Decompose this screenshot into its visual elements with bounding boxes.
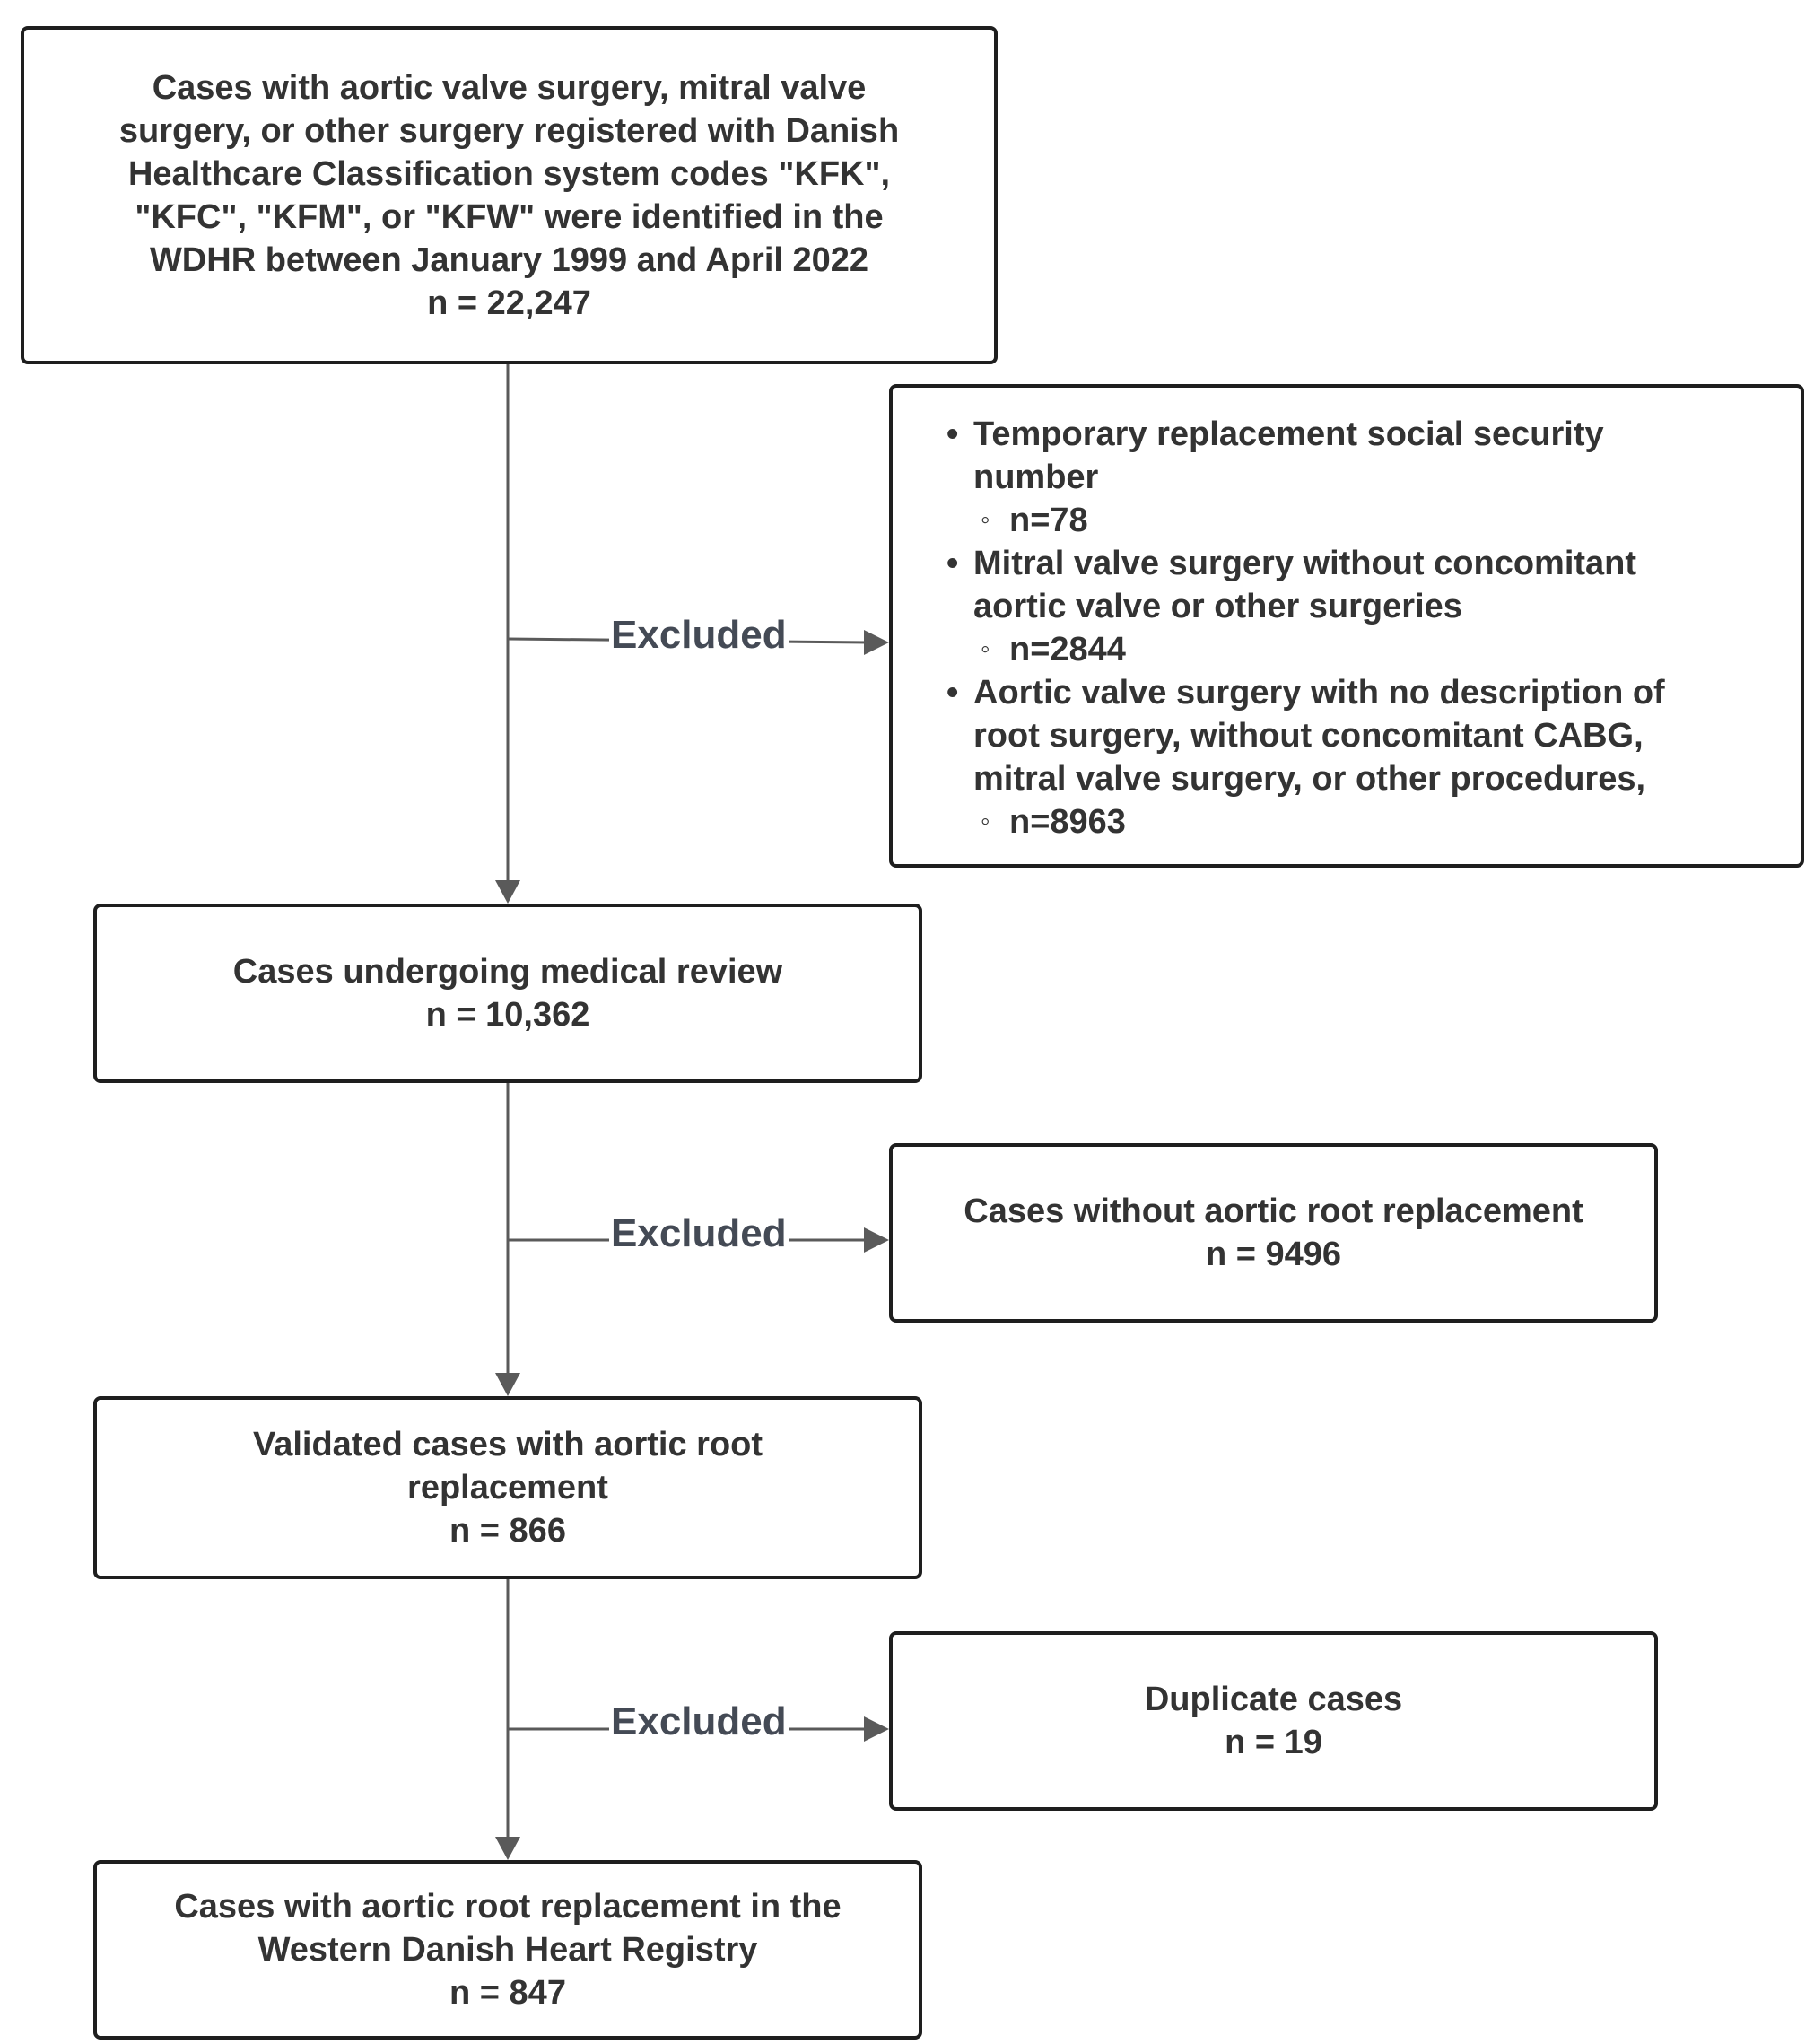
arrowhead-validated [495, 1373, 520, 1396]
arrowhead-excluded-1 [864, 630, 889, 655]
bullet-icon: • [946, 545, 959, 582]
hollow-bullet-icon: ◦ [981, 634, 990, 664]
exclusion-text-line: Mitral valve surgery without concomitant [973, 545, 1637, 582]
box-text-line: Healthcare Classification system codes "… [127, 154, 891, 193]
exclusion-item: • Aortic valve surgery with no descripti… [946, 671, 1765, 800]
exclusion-text-line: aortic valve or other surgeries [973, 588, 1462, 625]
exclusion-item: • Temporary replacement social security … [946, 413, 1765, 499]
exclusion-text-line: mitral valve surgery, or other procedure… [973, 760, 1646, 798]
box-text-line: Cases with aortic root replacement in th… [174, 1888, 842, 1926]
case-count: n = 22,247 [427, 284, 591, 322]
medical-review-box: Cases undergoing medical review n = 10,3… [93, 904, 922, 1083]
exclusion-count: n=78 [1009, 502, 1088, 539]
initial-cases-box: Cases with aortic valve surgery, mitral … [21, 26, 998, 364]
exclusion-subitem: ◦ n=78 [946, 499, 1765, 542]
exclusion-box-third: Duplicate cases n = 19 [889, 1631, 1658, 1811]
exclusion-subitem: ◦ n=8963 [946, 800, 1765, 843]
exclusion-count: n=2844 [1009, 631, 1126, 668]
exclusion-text-line: root surgery, without concomitant CABG, [973, 717, 1644, 755]
exclusion-subitem: ◦ n=2844 [946, 628, 1765, 671]
arrowhead-review [495, 880, 520, 904]
box-text-line: Cases with aortic valve surgery, mitral … [152, 68, 867, 107]
exclusion-item: • Mitral valve surgery without concomita… [946, 542, 1765, 628]
hollow-bullet-icon: ◦ [981, 807, 990, 836]
excluded-label: Excluded [609, 1211, 789, 1256]
validated-cases-box: Validated cases with aortic root replace… [93, 1396, 922, 1579]
box-text-line: Cases undergoing medical review [232, 953, 783, 991]
case-count: n = 19 [1225, 1724, 1322, 1761]
arrowhead-excluded-3 [864, 1716, 889, 1742]
case-count: n = 10,362 [425, 996, 590, 1034]
case-count: n = 9496 [1205, 1236, 1342, 1273]
exclusion-count: n=8963 [1009, 803, 1126, 841]
box-text-line: Western Danish Heart Registry [257, 1931, 758, 1969]
case-count: n = 847 [449, 1974, 566, 2012]
exclusion-box-first: • Temporary replacement social security … [889, 384, 1804, 868]
excluded-label: Excluded [609, 613, 789, 658]
case-count: n = 866 [449, 1512, 566, 1550]
exclusion-text-line: number [973, 459, 1099, 496]
final-cases-box: Cases with aortic root replacement in th… [93, 1860, 922, 2040]
hollow-bullet-icon: ◦ [981, 505, 990, 535]
box-text-line: WDHR between January 1999 and April 2022 [149, 240, 869, 279]
bullet-icon: • [946, 415, 959, 453]
box-text-line: replacement [407, 1469, 608, 1507]
arrowhead-final [495, 1837, 520, 1860]
arrowhead-excluded-2 [864, 1227, 889, 1253]
excluded-label: Excluded [609, 1699, 789, 1744]
bullet-icon: • [946, 674, 959, 712]
box-text-line: "KFC", "KFM", or "KFW" were identified i… [135, 197, 884, 236]
box-text-line: Validated cases with aortic root [252, 1426, 763, 1463]
exclusion-box-second: Cases without aortic root replacement n … [889, 1143, 1658, 1323]
box-text-line: Cases without aortic root replacement [964, 1192, 1583, 1230]
box-text-line: Duplicate cases [1144, 1681, 1403, 1718]
box-text-line: surgery, or other surgery registered wit… [118, 111, 900, 150]
exclusion-text-line: Aortic valve surgery with no description… [973, 674, 1665, 712]
exclusion-text-line: Temporary replacement social security [973, 415, 1604, 453]
